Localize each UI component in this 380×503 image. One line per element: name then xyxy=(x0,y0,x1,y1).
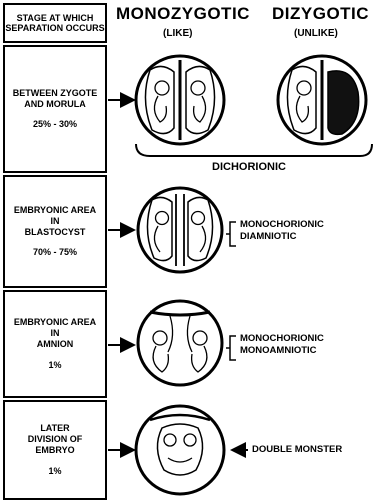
mono-monoamniotic-figure xyxy=(138,301,222,385)
bracket-monoamniotic xyxy=(226,336,236,360)
double-monster-figure xyxy=(136,406,224,494)
monochorionic-diamniotic-label: MONOCHORIONIC DIAMNIOTIC xyxy=(240,219,324,244)
label-line: MONOAMNIOTIC xyxy=(240,345,324,357)
monochorionic-monoamniotic-label: MONOCHORIONIC MONOAMNIOTIC xyxy=(240,333,324,358)
mono-dichorionic-figure xyxy=(136,56,224,144)
double-monster-label: DOUBLE MONSTER xyxy=(252,444,342,456)
label-line: MONOCHORIONIC xyxy=(240,219,324,231)
bracket-diamniotic xyxy=(226,222,236,246)
mono-diamniotic-figure xyxy=(138,188,222,272)
dichorionic-bracket xyxy=(136,144,372,156)
dichorionic-label: DICHORIONIC xyxy=(212,160,286,174)
label-line: DIAMNIOTIC xyxy=(240,231,324,243)
dizygotic-figure xyxy=(278,56,366,144)
label-line: MONOCHORIONIC xyxy=(240,333,324,345)
